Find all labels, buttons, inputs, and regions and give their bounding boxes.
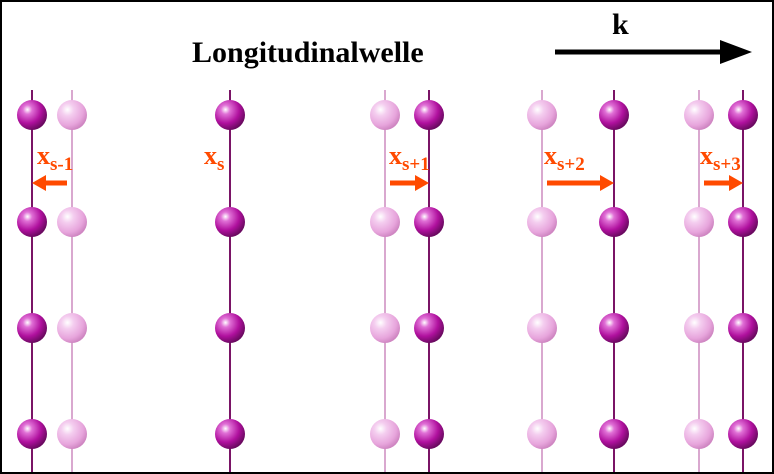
displacement-arrow-head — [600, 175, 614, 191]
plane-label: xs+2 — [544, 141, 585, 175]
displaced-atom — [599, 419, 629, 449]
displaced-atom — [215, 419, 245, 449]
plane-label-base: x — [544, 141, 557, 170]
plane-label-subscript: s-1 — [50, 154, 73, 175]
lattice — [17, 90, 758, 472]
displaced-atom — [728, 313, 758, 343]
displacement-arrow — [704, 175, 743, 191]
equilibrium-atom — [527, 313, 557, 343]
equilibrium-atom — [57, 313, 87, 343]
plane-label-base: x — [37, 141, 50, 170]
equilibrium-atom — [57, 419, 87, 449]
equilibrium-atom — [684, 100, 714, 130]
displaced-atom — [599, 207, 629, 237]
equilibrium-atom — [684, 313, 714, 343]
equilibrium-atom — [684, 207, 714, 237]
equilibrium-atom — [57, 100, 87, 130]
equilibrium-atom — [527, 419, 557, 449]
equilibrium-atom — [527, 207, 557, 237]
displaced-atom — [414, 419, 444, 449]
plane-label: xs+3 — [700, 141, 741, 175]
plane-label-subscript: s+2 — [557, 154, 585, 175]
plane-label: xs — [204, 141, 224, 175]
plane-label: xs+1 — [389, 141, 430, 175]
displaced-atom — [17, 313, 47, 343]
displaced-atom — [215, 313, 245, 343]
plane-label: xs-1 — [37, 141, 73, 175]
displaced-atom — [17, 100, 47, 130]
displaced-atom — [728, 207, 758, 237]
displaced-atom — [599, 313, 629, 343]
plane-label-subscript: s+3 — [713, 154, 741, 175]
displaced-atom — [414, 100, 444, 130]
displaced-atom — [414, 313, 444, 343]
displaced-atom — [215, 207, 245, 237]
wave-vector-arrow — [555, 40, 752, 64]
equilibrium-atom — [370, 100, 400, 130]
displacement-arrow-head — [415, 175, 429, 191]
equilibrium-atom — [370, 313, 400, 343]
displaced-atom — [414, 207, 444, 237]
displaced-atom — [728, 100, 758, 130]
displaced-atom — [728, 419, 758, 449]
wave-vector-label: k — [612, 8, 629, 41]
plane-label-subscript: s+1 — [402, 154, 430, 175]
displaced-atom — [599, 100, 629, 130]
plane-label-base: x — [700, 141, 713, 170]
displaced-atom — [17, 419, 47, 449]
plane-label-subscript: s — [217, 154, 224, 175]
equilibrium-atom — [370, 207, 400, 237]
displaced-atom — [17, 207, 47, 237]
equilibrium-atom — [57, 207, 87, 237]
wave-vector-head — [720, 40, 752, 64]
equilibrium-atom — [370, 419, 400, 449]
displacement-arrow-head — [729, 175, 743, 191]
plane-label-base: x — [389, 141, 402, 170]
equilibrium-atom — [527, 100, 557, 130]
displacement-arrow — [32, 175, 67, 191]
displaced-atom — [215, 100, 245, 130]
displacement-arrow — [547, 175, 614, 191]
equilibrium-atom — [684, 419, 714, 449]
displacement-arrow-head — [32, 175, 46, 191]
plane-label-base: x — [204, 141, 217, 170]
title: Longitudinalwelle — [192, 36, 424, 69]
displacement-arrow — [390, 175, 429, 191]
